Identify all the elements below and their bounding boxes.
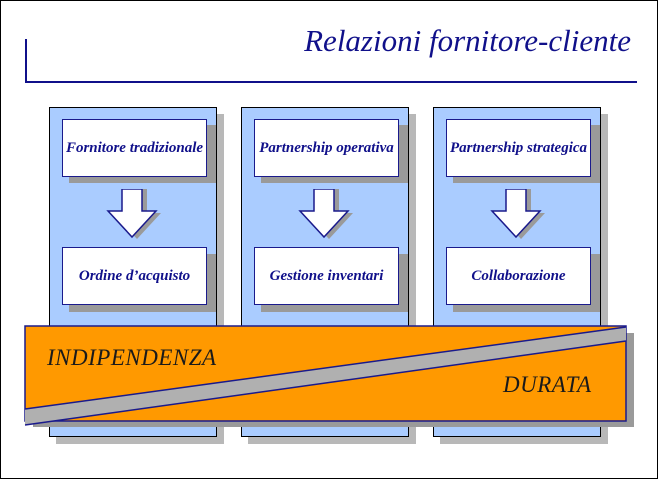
down-arrow-icon xyxy=(298,189,353,239)
band-divider-line-bottom xyxy=(24,340,627,426)
down-arrow-icon xyxy=(106,189,161,239)
box-partnership-strategica: Partnership strategica xyxy=(446,119,591,177)
box-fornitore-tradizionale: Fornitore tradizionale xyxy=(62,119,207,177)
band-divider xyxy=(25,327,626,425)
box-partnership-operativa: Partnership operativa xyxy=(254,119,399,177)
title-rule-vertical xyxy=(25,39,27,82)
box-gestione-inventari: Gestione inventari xyxy=(254,247,399,305)
slide-title: Relazioni fornitore-cliente xyxy=(304,23,631,58)
band-divider-line-top xyxy=(24,326,627,410)
box-collaborazione: Collaborazione xyxy=(446,247,591,305)
title-rule-horizontal xyxy=(25,81,637,83)
label-indipendenza: INDIPENDENZA xyxy=(47,345,217,370)
label-durata: DURATA xyxy=(503,372,592,397)
box-ordine-acquisto: Ordine d’acquisto xyxy=(62,247,207,305)
down-arrow-icon xyxy=(490,189,545,239)
